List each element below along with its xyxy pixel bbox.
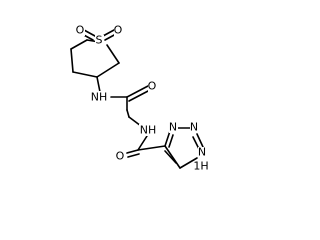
bonds — [70, 29, 204, 169]
bond-n1-c5 — [179, 157, 198, 169]
atom-triazole-n2: N — [190, 121, 198, 134]
atom-amide-nh-upper: NH — [91, 91, 108, 104]
bond-s-o-left-a — [83, 29, 96, 37]
atom-oxygen-sulfonyl-right: O — [114, 24, 123, 37]
bond-carbonyl-triazole — [137, 145, 166, 151]
bond-c3-c4 — [72, 71, 98, 78]
atom-carbonyl-oxygen-lower: O — [116, 150, 125, 163]
atom-labels: O S O NH O NH O N N N 1H — [76, 24, 209, 173]
bond-carbonyl-o-lower-a — [126, 149, 139, 154]
bond-c5-c4 — [164, 145, 181, 169]
bond-c4-n3 — [164, 130, 171, 147]
bond-carbonyl-o-upper-a — [126, 85, 149, 98]
bond-carbonyl-o-upper-b — [128, 89, 151, 102]
bond-c4-c5 — [70, 48, 74, 73]
bond-s-o-right-a — [102, 29, 115, 37]
bond-n2-n1 — [196, 133, 204, 148]
atom-sulfur: S — [96, 34, 103, 47]
bond-carbonyl-o-lower-b — [127, 153, 140, 158]
bond-nh-lower-carbonyl — [137, 135, 148, 151]
bond-c5-s — [70, 39, 88, 50]
atom-triazole-n3: N — [169, 121, 177, 134]
chemical-structure-diagram: O S O NH O NH O N N N 1H — [70, 24, 209, 173]
bond-c4-n3-double — [168, 134, 174, 148]
bond-c5-c4-double — [164, 150, 177, 164]
atom-triazole-n1-hydrogen: 1H — [193, 160, 208, 173]
atom-amide-nh-lower: NH — [140, 124, 157, 137]
atom-oxygen-sulfonyl-left: O — [76, 24, 85, 37]
bond-ch2-path — [126, 109, 130, 118]
bond-s-ring-right — [106, 44, 120, 64]
atom-triazole-n1: N — [198, 146, 206, 159]
bond-ring-right-c3 — [96, 62, 120, 78]
atom-carbonyl-oxygen-upper: O — [148, 80, 157, 93]
bond-c3-nh-upper — [96, 76, 101, 93]
